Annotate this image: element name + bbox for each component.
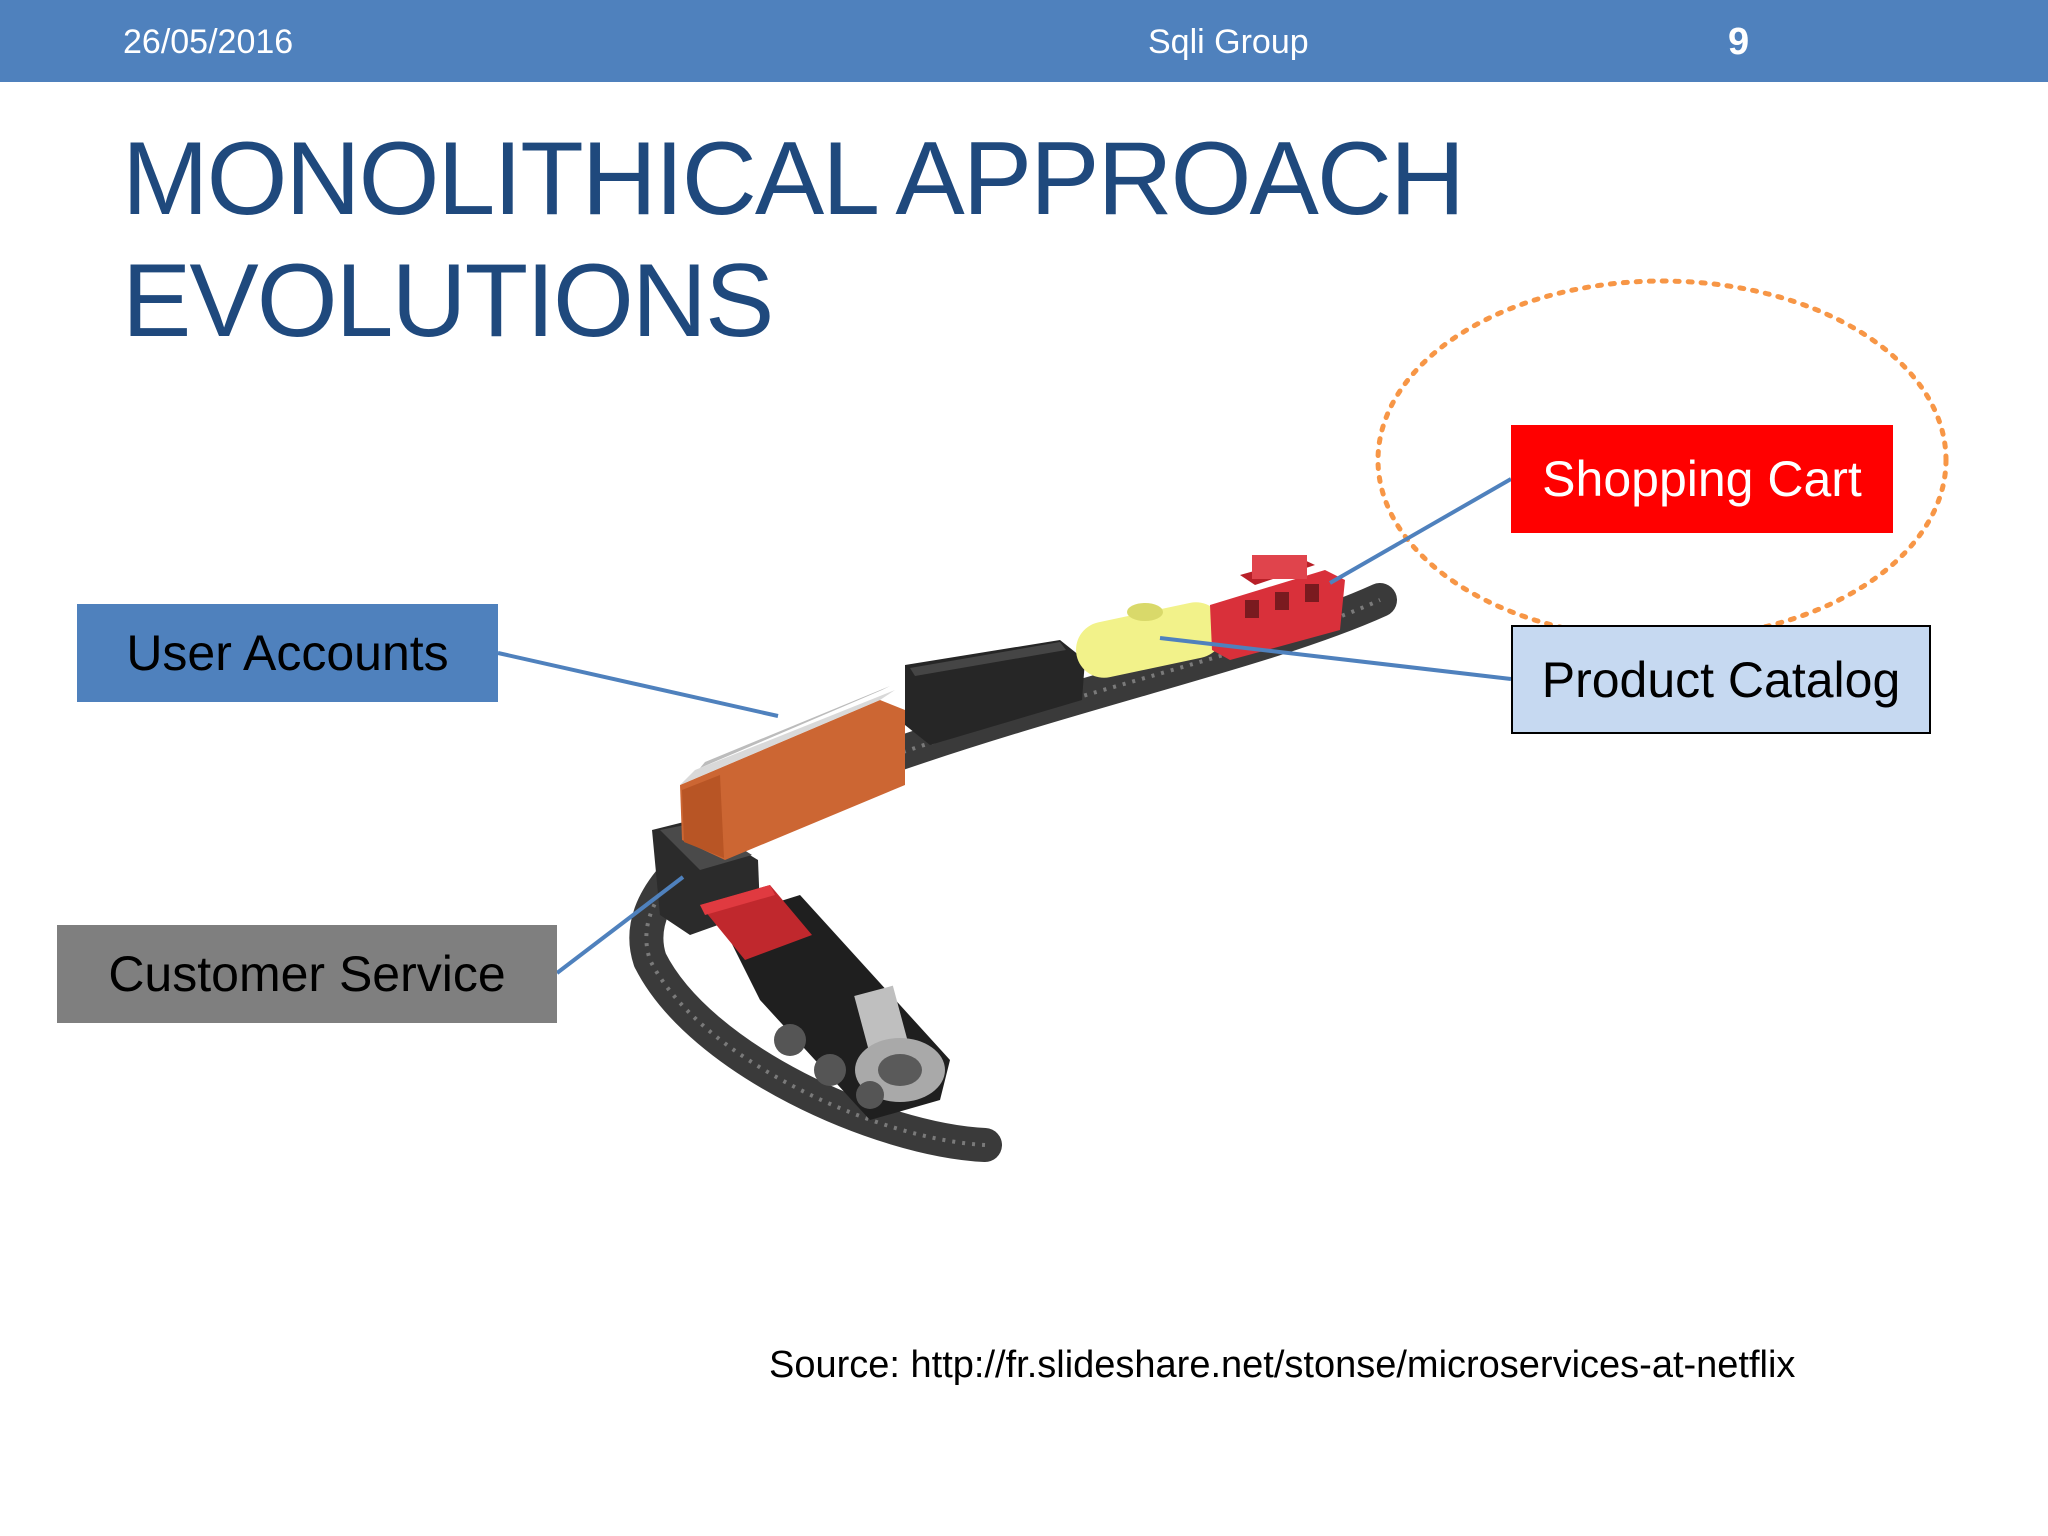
product-catalog-label: Product Catalog xyxy=(1511,625,1931,734)
connector-customer-service xyxy=(555,875,685,975)
title-line-1: MONOLITHICAL APPROACH xyxy=(122,121,1465,237)
shopping-cart-label: Shopping Cart xyxy=(1511,425,1893,533)
slide-title: MONOLITHICAL APPROACH EVOLUTIONS xyxy=(122,118,1622,362)
connector-user-accounts xyxy=(497,651,779,718)
header-company: Sqli Group xyxy=(1148,23,1309,61)
hopper-car xyxy=(905,640,1085,745)
locomotive xyxy=(700,885,950,1120)
slide-number: 9 xyxy=(1728,21,1750,63)
boxcar xyxy=(680,686,905,860)
title-line-2: EVOLUTIONS xyxy=(122,243,774,359)
header-date: 26/05/2016 xyxy=(123,23,294,61)
tank-car xyxy=(1076,602,1224,678)
user-accounts-label: User Accounts xyxy=(77,604,498,702)
caboose xyxy=(1210,555,1345,660)
connector-shopping-cart xyxy=(1329,477,1512,585)
connector-product-catalog xyxy=(1159,636,1512,681)
source-citation: Source: http://fr.slideshare.net/stonse/… xyxy=(769,1344,1796,1386)
header-bar: 26/05/2016 Sqli Group 9 xyxy=(0,0,2048,82)
customer-service-label: Customer Service xyxy=(57,925,557,1023)
